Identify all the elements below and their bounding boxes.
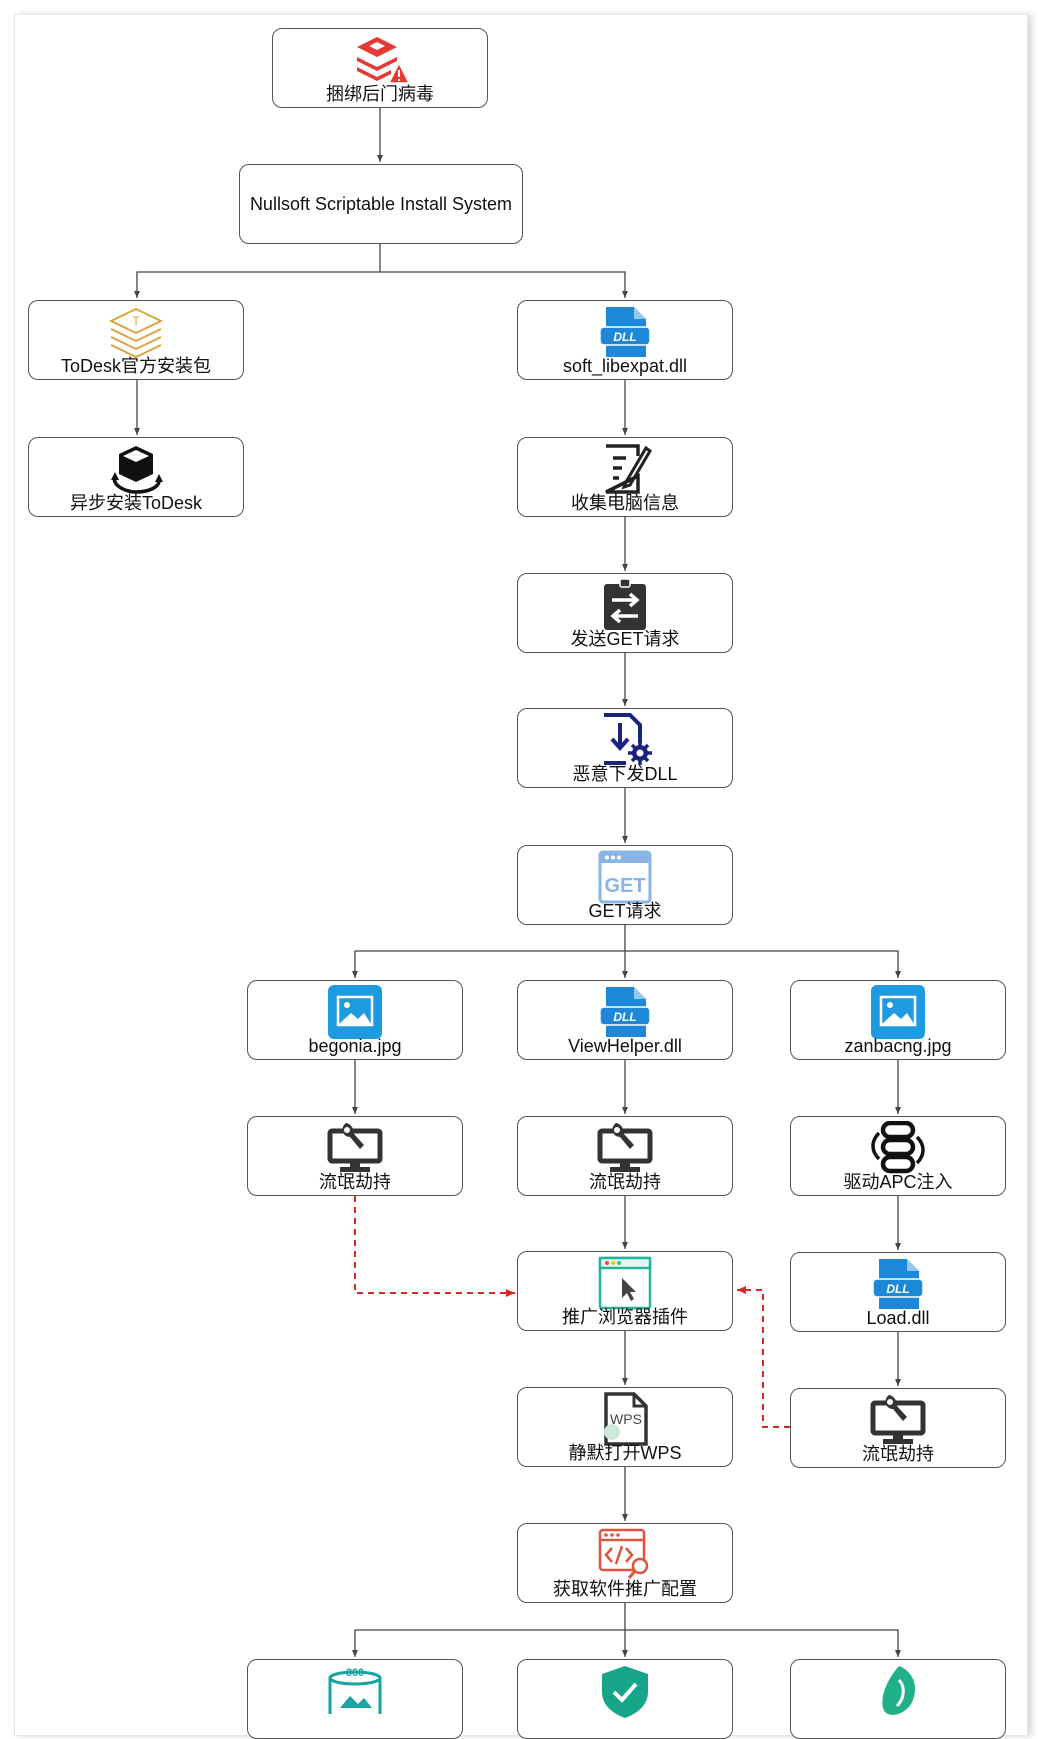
node-nsis: Nullsoft Scriptable Install System (239, 164, 523, 244)
node-hijack-1: 流氓劫持 (247, 1116, 463, 1196)
node-label: GET请求 (588, 901, 662, 921)
node-async-install: 异步安装ToDesk (28, 437, 244, 517)
leaf-app-icon (882, 1666, 915, 1715)
node-get-request: GET GET请求 (517, 845, 733, 925)
svg-text:DLL: DLL (886, 1282, 909, 1296)
edge-get-split-left (352, 925, 626, 978)
wps-file-icon: WPS (604, 1392, 648, 1446)
cube-rotate-icon (111, 446, 163, 494)
browser-cursor-icon (598, 1256, 652, 1310)
node-todesk-package: T ToDesk官方安装包 (28, 300, 244, 380)
node-bundled-backdoor: 捆绑后门病毒 (272, 28, 488, 108)
svg-text:WPS: WPS (610, 1411, 642, 1427)
edge-config-split-right (625, 1629, 901, 1657)
monitor-wrench-icon (870, 1395, 926, 1444)
dashed-edge-hijack3-to-plugin (737, 1286, 790, 1428)
node-label: begonia.jpg (308, 1036, 402, 1056)
node-label: 捆绑后门病毒 (326, 84, 434, 104)
node-hijack-3: 流氓劫持 (790, 1388, 1006, 1468)
image-file-icon (328, 985, 382, 1039)
node-label: ViewHelper.dll (568, 1036, 682, 1056)
code-search-icon (598, 1528, 649, 1579)
node-label: Nullsoft Scriptable Install System (249, 194, 513, 214)
node-hijack-2: 流氓劫持 (517, 1116, 733, 1196)
dll-file-icon: DLL (599, 307, 651, 357)
node-label: ToDesk官方安装包 (60, 356, 212, 376)
layers-warning-icon (357, 37, 409, 84)
node-viewhelper: DLL ViewHelper.dll (517, 980, 733, 1060)
node-soft-libexpat: DLL soft_libexpat.dll (517, 300, 733, 380)
svg-text:T: T (132, 314, 140, 328)
node-label: 静默打开WPS (568, 1443, 682, 1463)
node-zanbacng: zanbacng.jpg (790, 980, 1006, 1060)
edge-get-split-right (625, 950, 901, 978)
svg-text:DLL: DLL (613, 330, 636, 344)
file-download-gear-icon (604, 713, 652, 765)
node-label: 流氓劫持 (589, 1172, 661, 1192)
node-begonia: begonia.jpg (247, 980, 463, 1060)
edit-document-icon (605, 444, 652, 494)
node-label: Load.dll (866, 1308, 930, 1328)
node-get-config: 获取软件推广配置 (517, 1523, 733, 1603)
svg-text:GET: GET (604, 875, 645, 897)
get-browser-icon: GET (598, 850, 652, 904)
edge-nsis-to-dll (380, 271, 628, 298)
node-silent-wps: WPS 静默打开WPS (517, 1387, 733, 1467)
node-label: 收集电脑信息 (571, 493, 679, 513)
node-label: 获取软件推广配置 (553, 1579, 697, 1599)
node-promote-plugin: 推广浏览器插件 (517, 1251, 733, 1331)
node-collect-info: 收集电脑信息 (517, 437, 733, 517)
monitor-wrench-icon (597, 1123, 653, 1172)
node-leaf-bottom (790, 1659, 1006, 1739)
dll-file-icon: DLL (599, 987, 651, 1037)
node-label: 恶意下发DLL (572, 764, 678, 784)
svg-text:360: 360 (346, 1667, 364, 1679)
clipboard-transfer-icon (604, 578, 646, 630)
todesk-layers-icon: T (108, 307, 164, 359)
node-label: 推广浏览器插件 (562, 1307, 688, 1327)
node-label: 流氓劫持 (862, 1444, 934, 1464)
node-load-dll: DLL Load.dll (790, 1252, 1006, 1332)
node-label: soft_libexpat.dll (562, 356, 688, 376)
node-label: 异步安装ToDesk (69, 493, 203, 513)
dashed-edge-hijack1-to-plugin (354, 1196, 515, 1297)
node-label: 发送GET请求 (570, 629, 680, 649)
360-panorama-icon: 360 (328, 1667, 382, 1714)
node-send-get: 发送GET请求 (517, 573, 733, 653)
node-label: zanbacng.jpg (844, 1036, 952, 1056)
node-driver-apc: 驱动APC注入 (790, 1116, 1006, 1196)
image-file-icon (871, 985, 925, 1039)
edge-nsis-split (134, 244, 381, 298)
node-360-bottom: 360 (247, 1659, 463, 1739)
edge-config-split-left (352, 1603, 626, 1657)
svg-text:DLL: DLL (613, 1010, 636, 1024)
node-shield-bottom (517, 1659, 733, 1739)
monitor-wrench-icon (327, 1123, 383, 1172)
node-malicious-dll: 恶意下发DLL (517, 708, 733, 788)
dll-file-icon: DLL (872, 1259, 924, 1309)
chain-link-icon (871, 1121, 925, 1174)
node-label: 驱动APC注入 (843, 1172, 953, 1192)
node-label: 流氓劫持 (319, 1172, 391, 1192)
shield-check-icon (602, 1666, 648, 1718)
